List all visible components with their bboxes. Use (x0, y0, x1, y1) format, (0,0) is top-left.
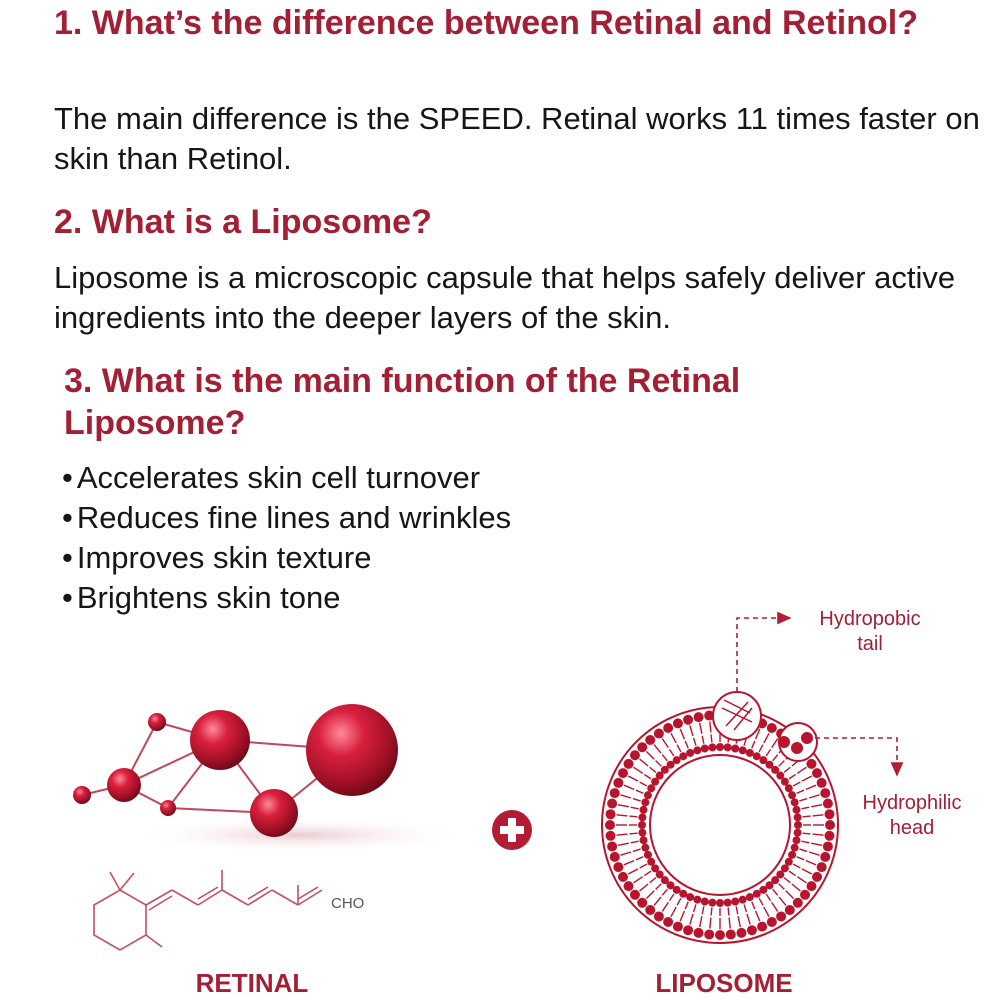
bullet-item: •Improves skin texture (62, 540, 372, 575)
faq-answer-2: Liposome is a microscopic capsule that h… (54, 260, 956, 335)
tail-label-line2: tail (857, 633, 883, 655)
plus-circle-icon (492, 810, 532, 850)
annotation-leaders (736, 611, 904, 777)
formula-group-label: CHO (331, 895, 364, 912)
retinal-label: RETINAL (196, 968, 309, 998)
faq-answer-1: The main difference is the SPEED. Retina… (54, 101, 980, 176)
liposome-diagram (601, 691, 839, 944)
bullet-item: •Brightens skin tone (62, 580, 341, 615)
head-label-line2: head (890, 817, 935, 839)
function-bullet-list: •Accelerates skin cell turnover •Reduces… (62, 458, 511, 618)
faq-question-3: 3. What is the main function of the Reti… (64, 362, 741, 442)
faq-question-2: 2. What is a Liposome? (54, 203, 432, 241)
head-label-line1: Hydrophilic (863, 792, 962, 814)
bullet-item: •Reduces fine lines and wrinkles (62, 500, 512, 535)
liposome-label: LIPOSOME (655, 968, 792, 998)
tail-label-line1: Hydropobic (819, 608, 920, 630)
faq-question-1: 1. What’s the difference between Retinal… (54, 4, 918, 42)
retinal-molecule-model (73, 704, 470, 853)
bullet-item: •Accelerates skin cell turnover (62, 460, 481, 495)
retinal-skeletal-formula (93, 870, 323, 951)
